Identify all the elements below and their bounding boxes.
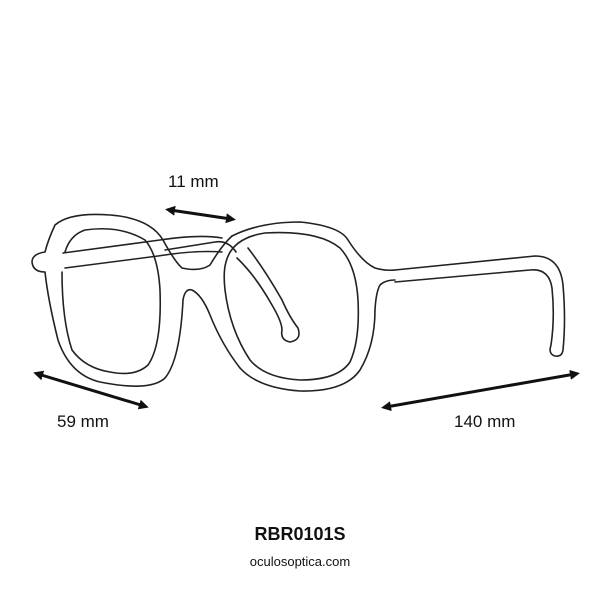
right-rim-outer [231, 221, 396, 392]
left-lens-inner [61, 227, 162, 375]
lens-width-label: 59 mm [57, 412, 109, 431]
glasses-outline [31, 213, 566, 392]
model-code: RBR0101S [254, 524, 346, 544]
temple-length-label: 140 mm [454, 412, 516, 431]
dimension-arrows [33, 205, 580, 412]
temple-length-arrow [381, 369, 580, 412]
bridge-width-label: 11 mm [168, 172, 219, 191]
right-lens-inner [223, 231, 360, 381]
near-temple [394, 255, 566, 357]
far-temple-bar [62, 235, 223, 269]
bridge-arrow [165, 205, 236, 224]
lens-width-arrow [33, 370, 149, 410]
website-text: oculosoptica.com [249, 554, 351, 569]
